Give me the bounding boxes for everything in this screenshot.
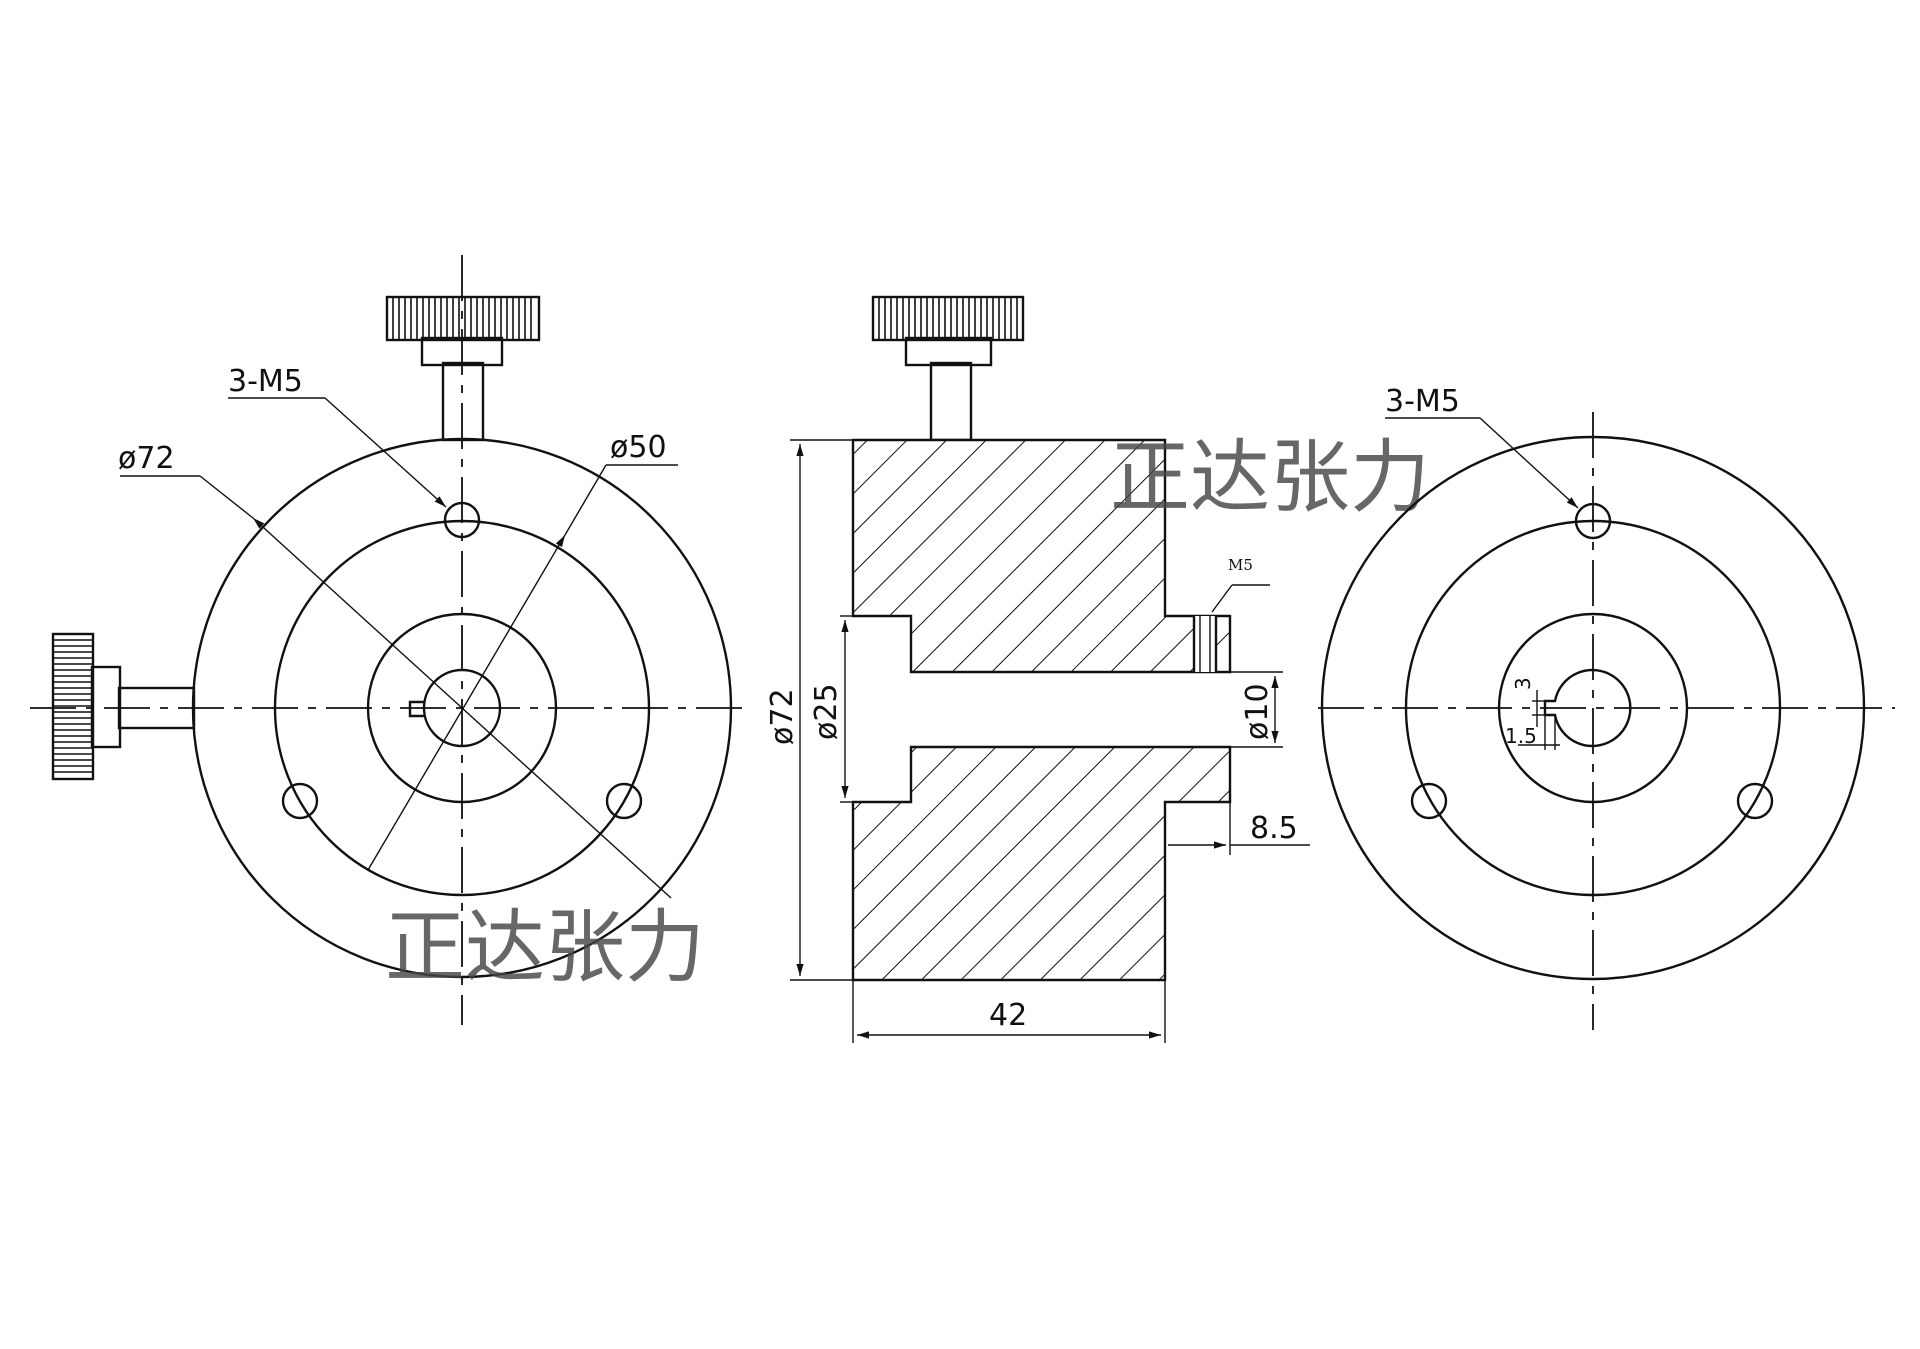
front-dia50-line bbox=[367, 534, 566, 871]
front-hole-top bbox=[443, 501, 481, 539]
rear-hub-circle bbox=[1497, 612, 1689, 804]
rear-bore-keyway bbox=[1543, 668, 1632, 748]
rear-view: 3-M5 3 1.5 bbox=[1318, 384, 1895, 1030]
front-view: 3-M5 ø72 ø50 bbox=[30, 255, 750, 1025]
front-left-knob bbox=[51, 632, 196, 781]
front-keyway bbox=[408, 700, 424, 718]
rear-hole-right bbox=[1736, 782, 1774, 820]
section-m5-leader bbox=[1211, 584, 1233, 613]
rear-holes-leader-diag bbox=[1479, 417, 1579, 509]
front-bore-circle bbox=[422, 668, 502, 748]
rear-hole-left bbox=[1410, 782, 1448, 820]
rear-label-key-width: 3 bbox=[1511, 677, 1535, 690]
section-label-screw: M5 bbox=[1228, 556, 1253, 574]
front-label-pitch-diameter: ø50 bbox=[610, 430, 667, 465]
section-label-bore: ø10 bbox=[1240, 683, 1275, 740]
section-label-hub-diameter: ø25 bbox=[809, 683, 844, 740]
front-hole-right bbox=[605, 782, 643, 820]
section-m5-hole bbox=[1192, 616, 1218, 672]
watermark-middle: 正达张力 bbox=[1110, 431, 1430, 524]
rear-label-holes: 3-M5 bbox=[1385, 384, 1460, 419]
front-dia50-leader bbox=[564, 464, 607, 536]
rear-hole-top bbox=[1574, 502, 1612, 540]
front-pitch-circle bbox=[273, 519, 651, 897]
front-hole-left bbox=[281, 782, 319, 820]
front-dia72-line bbox=[252, 517, 672, 899]
front-label-outer-diameter: ø72 bbox=[118, 441, 175, 476]
front-holes-leader-diag bbox=[324, 397, 447, 508]
rear-pitch-circle bbox=[1404, 519, 1782, 897]
rear-outer-circle bbox=[1320, 435, 1866, 981]
front-label-holes: 3-M5 bbox=[228, 364, 303, 399]
front-hub-circle bbox=[366, 612, 558, 804]
watermark-left: 正达张力 bbox=[385, 901, 705, 994]
section-lower-body bbox=[851, 745, 1232, 982]
front-top-knob bbox=[385, 295, 541, 442]
section-view: M5 ø72 ø25 ø10 42 8.5 正达张力 bbox=[765, 295, 1430, 1043]
front-dia72-leader bbox=[199, 475, 254, 519]
rear-label-key-depth: 1.5 bbox=[1505, 724, 1537, 748]
section-label-outer-diameter: ø72 bbox=[765, 688, 800, 745]
section-label-step: 8.5 bbox=[1250, 811, 1298, 846]
section-top-knob bbox=[871, 295, 1025, 442]
section-label-length: 42 bbox=[989, 998, 1027, 1033]
